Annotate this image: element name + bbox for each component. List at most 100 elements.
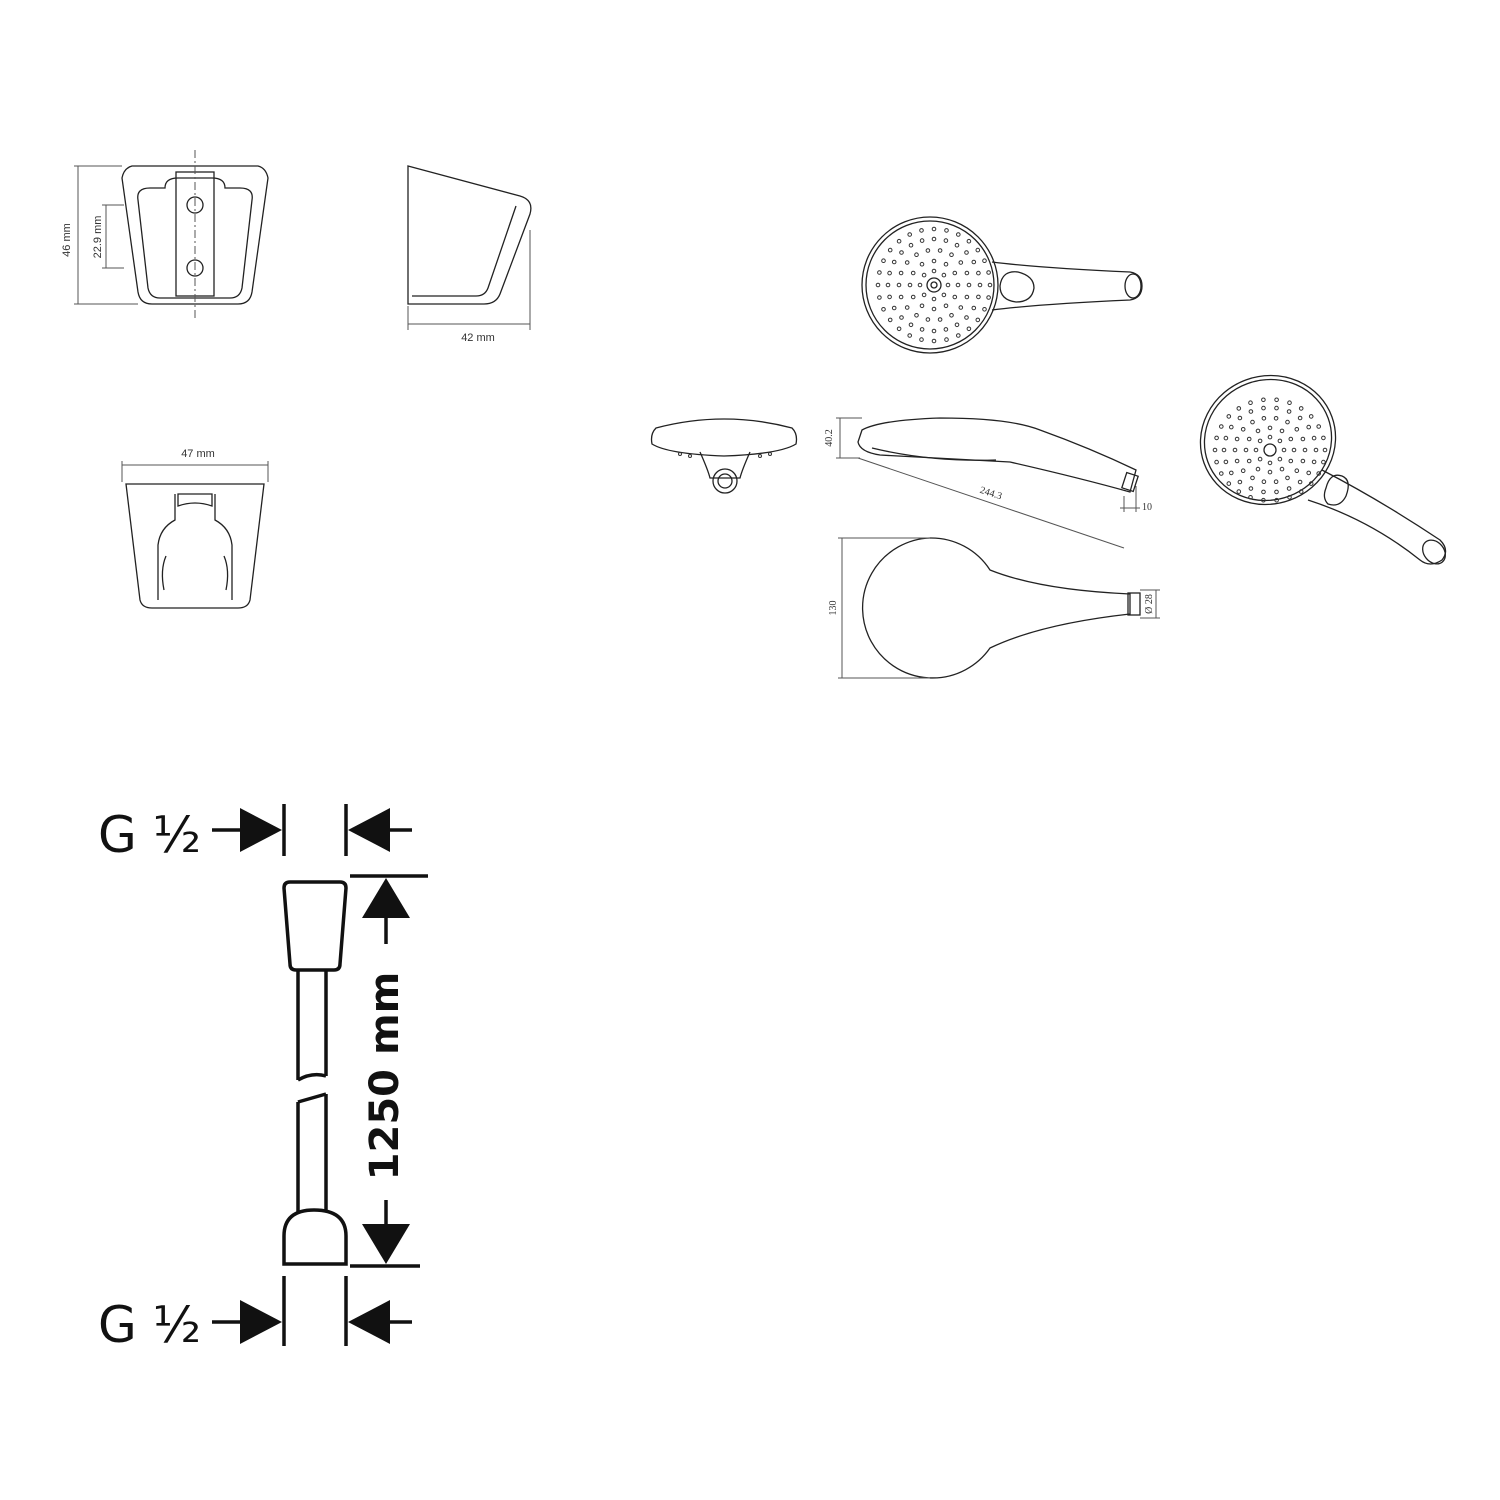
- spray-nozzle: [931, 328, 937, 334]
- spray-nozzle: [931, 226, 937, 232]
- spray-nozzle: [877, 270, 882, 275]
- spray-nozzle: [881, 258, 886, 264]
- spray-nozzle: [1250, 419, 1255, 425]
- spray-nozzle: [1321, 459, 1326, 465]
- spray-nozzle: [1261, 405, 1266, 411]
- spray-nozzle: [881, 307, 886, 312]
- spray-nozzle: [919, 261, 925, 267]
- spray-nozzle: [910, 294, 916, 300]
- spray-nozzle: [1219, 471, 1224, 476]
- spray-nozzle: [1237, 415, 1243, 421]
- spray-nozzle: [964, 315, 969, 320]
- spray-nozzle: [954, 322, 960, 328]
- spray-nozzles-face: [875, 226, 993, 344]
- spray-nozzle: [904, 305, 910, 310]
- spray-nozzle: [1311, 459, 1317, 465]
- spray-nozzle: [919, 303, 925, 309]
- spray-nozzle: [986, 295, 991, 300]
- spray-nozzle: [887, 317, 893, 323]
- spray-nozzle: [914, 252, 919, 257]
- spray-nozzle: [896, 326, 902, 332]
- spray-nozzle: [1229, 424, 1234, 430]
- spray-nozzle: [956, 232, 961, 237]
- spray-nozzle: [955, 282, 961, 288]
- spray-nozzle: [1274, 489, 1279, 495]
- spray-nozzle: [896, 238, 902, 244]
- spray-nozzle: [1294, 427, 1300, 432]
- spray-nozzle: [1226, 481, 1232, 486]
- shower-outlet-label: 10: [1142, 502, 1152, 513]
- hose-top-thread-label: G ½: [98, 806, 201, 864]
- spray-nozzles-angled: [1212, 397, 1328, 503]
- spray-nozzle: [1257, 438, 1263, 444]
- spray-nozzle: [931, 296, 937, 302]
- spray-nozzle: [986, 270, 991, 275]
- spray-nozzle: [971, 259, 977, 265]
- spray-nozzle: [1261, 479, 1267, 485]
- spray-nozzle: [1286, 486, 1292, 491]
- spray-nozzle: [891, 259, 897, 265]
- spray-nozzle: [943, 327, 949, 332]
- spray-nozzle: [1311, 435, 1317, 441]
- holder-height-label: 46 mm: [61, 223, 73, 257]
- spray-nozzle: [931, 338, 937, 344]
- spray-nozzle: [1286, 409, 1292, 414]
- spray-nozzle: [943, 303, 949, 309]
- spray-nozzle: [887, 270, 892, 276]
- holder-hole-spacing-label: 22.9 mm: [92, 216, 104, 259]
- spray-nozzle: [1223, 435, 1229, 441]
- spray-nozzle: [1316, 471, 1321, 476]
- hand-shower-plan-view: [838, 537, 1160, 679]
- spray-nozzle: [1214, 459, 1219, 465]
- spray-nozzle: [1250, 475, 1255, 481]
- spray-nozzle: [1285, 475, 1290, 481]
- spray-nozzle: [1253, 447, 1259, 453]
- spray-nozzle: [1236, 489, 1242, 494]
- spray-nozzle: [966, 326, 972, 332]
- spray-nozzle: [1274, 497, 1279, 503]
- spray-nozzle: [891, 305, 897, 311]
- spray-nozzle: [937, 248, 943, 253]
- spray-nozzle: [877, 295, 882, 300]
- spray-nozzle: [1267, 469, 1273, 475]
- spray-nozzle: [1261, 397, 1266, 403]
- spray-nozzle: [1248, 486, 1254, 491]
- spray-nozzle: [907, 282, 913, 288]
- spray-nozzle: [1308, 481, 1314, 486]
- spray-nozzle: [943, 261, 949, 267]
- spray-nozzle: [964, 294, 970, 300]
- spray-nozzle: [1288, 436, 1294, 442]
- spray-nozzle: [917, 282, 923, 288]
- spray-nozzle: [1281, 447, 1287, 453]
- spray-nozzle: [1255, 428, 1261, 434]
- spray-nozzle: [1234, 458, 1240, 464]
- spray-nozzle: [954, 242, 960, 248]
- spray-nozzle: [1212, 447, 1218, 453]
- spray-nozzle: [1261, 489, 1266, 495]
- spray-nozzle: [937, 317, 943, 322]
- spray-nozzle: [887, 247, 893, 253]
- spray-nozzle: [908, 322, 914, 328]
- spray-nozzle: [1277, 456, 1283, 462]
- spray-nozzle: [919, 327, 925, 332]
- spray-nozzle: [925, 317, 931, 322]
- spray-nozzle: [966, 238, 972, 244]
- spray-nozzle: [1321, 435, 1326, 441]
- spray-nozzle: [1246, 458, 1252, 464]
- hand-shower-face-view: [861, 216, 1143, 354]
- spray-nozzle: [1308, 414, 1314, 419]
- spray-nozzle: [1316, 424, 1321, 429]
- holder-top-view: [121, 461, 269, 609]
- spray-nozzle: [1298, 406, 1304, 411]
- spray-nozzle: [887, 294, 892, 300]
- spray-nozzle: [1229, 470, 1234, 476]
- spray-nozzle: [941, 292, 947, 298]
- spray-nozzle: [931, 258, 937, 264]
- holder-depth-label: 42 mm: [461, 332, 495, 344]
- shower-connector-label: Ø 28: [1144, 594, 1155, 614]
- spray-nozzle: [875, 282, 881, 288]
- spray-nozzle: [1287, 400, 1292, 406]
- spray-nozzle: [1313, 447, 1319, 453]
- spray-nozzle: [1279, 428, 1285, 434]
- spray-nozzle: [1287, 495, 1292, 500]
